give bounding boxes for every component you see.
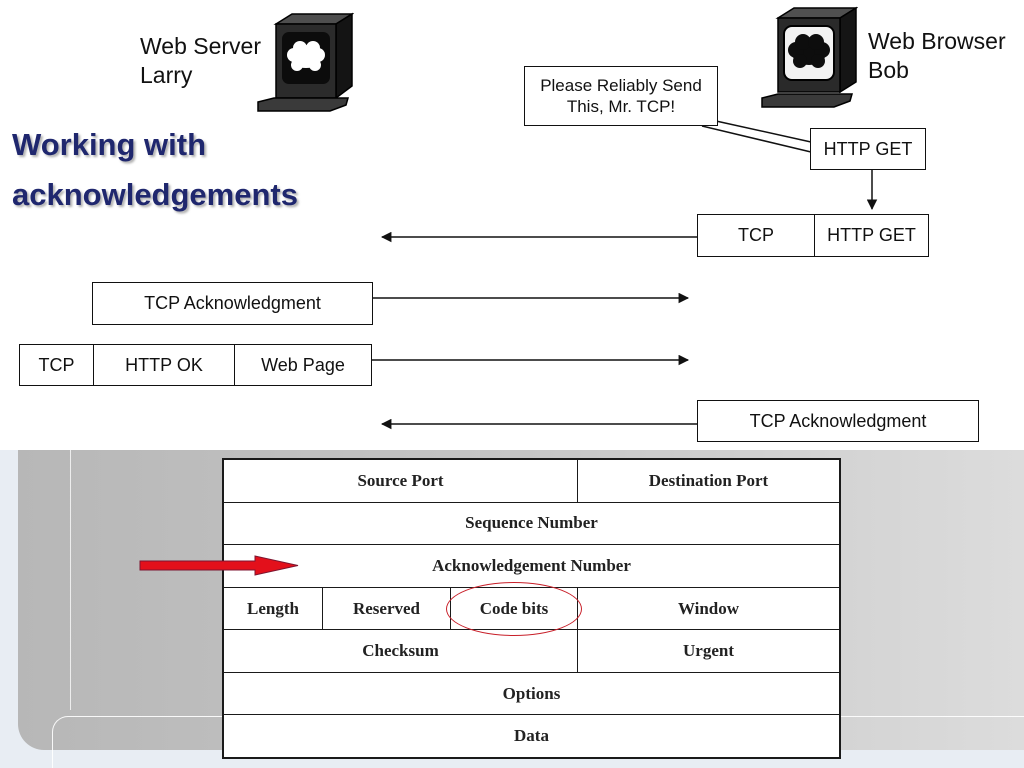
request-segment: TCP HTTP GET <box>697 214 929 257</box>
table-row: Sequence Number <box>224 501 839 545</box>
slide-title-line-2: acknowledgements <box>12 177 298 212</box>
slide-title-line-1: Working with <box>12 127 207 162</box>
browser-label: Web Browser Bob <box>868 27 1006 85</box>
server-role-text: Web Server <box>140 33 262 59</box>
table-row: Checksum Urgent <box>224 629 839 672</box>
field-checksum: Checksum <box>362 641 439 661</box>
field-urgent: Urgent <box>577 630 839 672</box>
field-reserved: Reserved <box>322 587 450 630</box>
field-destination-port: Destination Port <box>577 460 839 502</box>
segment-http-get: HTTP GET <box>814 215 928 256</box>
computer-icon <box>761 6 858 108</box>
monitor-base <box>257 97 349 112</box>
http-get-label: HTTP GET <box>823 138 913 159</box>
computer-icon <box>257 12 354 112</box>
browser-ack-label: TCP Acknowledgment <box>749 410 927 431</box>
decorative-line <box>70 450 71 710</box>
table-row: Acknowledgement Number <box>224 544 839 587</box>
field-length: Length <box>247 598 299 618</box>
server-label: Web Server Larry <box>140 32 261 90</box>
http-get-box: HTTP GET <box>810 128 926 170</box>
segment-tcp-header: TCP <box>738 225 774 245</box>
server-name-text: Larry <box>140 62 193 88</box>
field-acknowledgement-number: Acknowledgement Number <box>432 555 631 575</box>
table-row: Source Port Destination Port <box>224 460 839 502</box>
field-source-port: Source Port <box>357 470 444 490</box>
field-options: Options <box>502 683 561 703</box>
response-segment: TCP HTTP OK Web Page <box>19 344 372 386</box>
callout-tail-line <box>701 125 812 153</box>
cloud-shape <box>287 41 325 71</box>
browser-name-text: Bob <box>868 57 909 83</box>
browser-ack-box: TCP Acknowledgment <box>697 400 979 442</box>
server-ack-label: TCP Acknowledgment <box>144 293 321 313</box>
callout-bubble: Please Reliably Send This, Mr. TCP! <box>524 66 718 126</box>
browser-role-text: Web Browser <box>868 28 1006 54</box>
monitor-side <box>335 12 353 100</box>
pointer-arrow-shape <box>139 555 299 576</box>
segment-tcp-header: TCP <box>38 354 75 375</box>
table-row: Options <box>224 671 839 715</box>
cloud-shape <box>788 34 830 68</box>
tcp-header-figure: Source Port Destination Port Sequence Nu… <box>0 450 1024 768</box>
segment-http-ok: HTTP OK <box>93 345 234 385</box>
arrow-right-icon <box>139 555 299 576</box>
field-window: Window <box>577 587 839 630</box>
table-row: Data <box>224 714 839 757</box>
monitor-side <box>839 6 857 94</box>
callout-tail-line <box>715 120 812 143</box>
callout-line: This, Mr. TCP! <box>566 97 676 116</box>
segment-web-page: Web Page <box>234 345 371 385</box>
tcp-exchange-diagram: Web Server Larry <box>12 6 1006 442</box>
monitor-base <box>761 93 853 108</box>
server-ack-box: TCP Acknowledgment <box>92 282 373 325</box>
code-bits-highlight-ellipse <box>446 582 582 636</box>
diagram-connectors <box>372 120 878 430</box>
callout-line: Please Reliably Send <box>540 76 702 95</box>
field-sequence-number: Sequence Number <box>465 513 598 533</box>
field-data: Data <box>514 726 549 746</box>
